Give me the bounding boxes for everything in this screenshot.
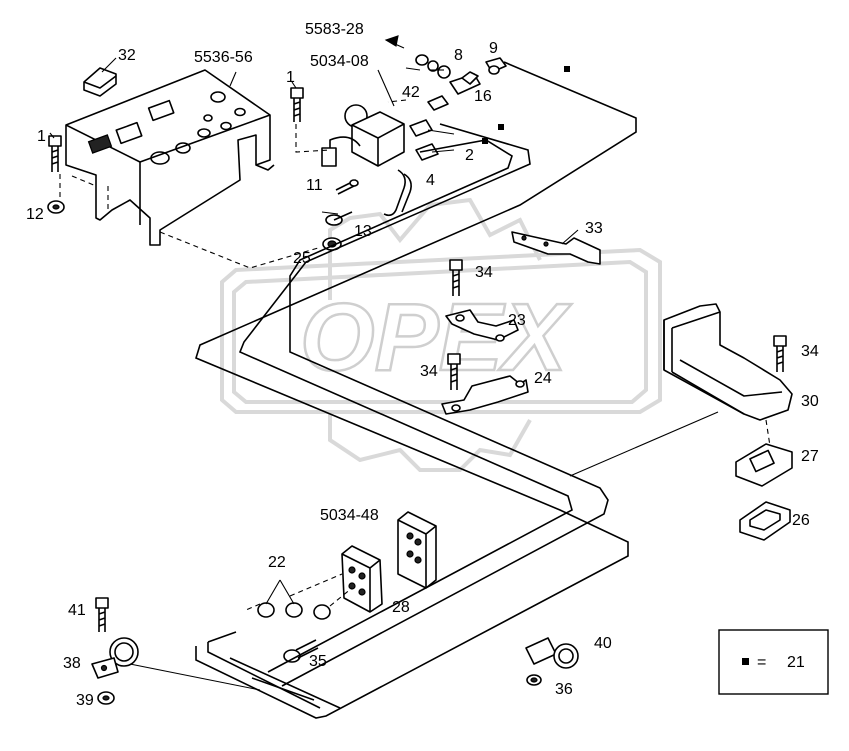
marker-square xyxy=(564,66,570,72)
part-13 xyxy=(325,211,353,226)
part-label-n9: 9 xyxy=(489,40,498,57)
block-5034-48 xyxy=(397,511,437,589)
part-label-n34c: 34 xyxy=(801,343,819,360)
connection-lines xyxy=(59,99,771,691)
legend-value: 21 xyxy=(787,654,805,671)
nut-36 xyxy=(526,674,542,686)
part-label-n8: 8 xyxy=(454,47,463,64)
bolt-1-top xyxy=(290,87,304,122)
bolt-41 xyxy=(95,597,109,632)
pipes xyxy=(195,61,637,719)
bolt-35 xyxy=(283,639,319,663)
bolt-34-c xyxy=(773,335,787,372)
part-label-n30: 30 xyxy=(801,393,819,410)
part-label-n11: 11 xyxy=(306,177,323,194)
part-label-n36: 36 xyxy=(555,681,573,698)
part-label-n38: 38 xyxy=(63,655,81,672)
part-label-n35: 35 xyxy=(309,653,327,670)
part-label-n24: 24 xyxy=(534,370,552,387)
tee-16 xyxy=(449,71,481,95)
fitting-8 xyxy=(415,54,451,79)
legend-frame xyxy=(718,629,829,695)
part-label-n32: 32 xyxy=(118,47,136,64)
bolt-1-left xyxy=(48,135,62,172)
bracket-33 xyxy=(511,231,601,265)
fitting-42 xyxy=(427,95,449,111)
fittings-22 xyxy=(257,579,331,620)
bracket-housing-5536-56 xyxy=(65,69,275,246)
part-label-n34b: 34 xyxy=(420,363,438,380)
part-label-n42: 42 xyxy=(402,84,420,101)
legend-equals: = xyxy=(757,654,766,671)
part-label-n40: 40 xyxy=(594,635,612,652)
legend-marker-square xyxy=(742,658,749,665)
leader-lines xyxy=(49,35,579,245)
panel-27 xyxy=(735,443,793,487)
bolt-34-b xyxy=(447,353,461,390)
gasket-26 xyxy=(739,501,791,541)
part-label-5034-08: 5034-08 xyxy=(310,53,369,70)
part-label-n4: 4 xyxy=(426,172,435,189)
part-label-n34a: 34 xyxy=(475,264,493,281)
part-label-5034-48: 5034-48 xyxy=(320,507,379,524)
fittings-2 xyxy=(409,119,439,161)
part-label-n26: 26 xyxy=(792,512,810,529)
legend-box: = 21 xyxy=(718,629,829,695)
part-label-n23: 23 xyxy=(508,312,526,329)
part-label-n25: 25 xyxy=(293,250,311,267)
bracket-24 xyxy=(441,375,529,415)
part-label-n13: 13 xyxy=(354,223,372,240)
marker-square xyxy=(498,124,504,130)
fitting-9 xyxy=(485,57,507,75)
marker-square xyxy=(482,138,488,144)
part-label-5536-56: 5536-56 xyxy=(194,49,253,66)
block-28 xyxy=(341,545,383,613)
part-label-n12: 12 xyxy=(26,206,44,223)
part-label-n2: 2 xyxy=(465,147,474,164)
part-label-n16: 16 xyxy=(474,88,492,105)
console-30 xyxy=(663,303,793,421)
part-label-n33: 33 xyxy=(585,220,603,237)
part-label-n41: 41 xyxy=(68,602,86,619)
part-label-5583-28: 5583-28 xyxy=(305,21,364,38)
part-label-n1b: 1 xyxy=(37,128,46,145)
watermark: OPEX xyxy=(220,197,662,472)
nut-12 xyxy=(47,200,65,214)
cap-32 xyxy=(83,67,117,97)
clamp-40 xyxy=(525,637,579,669)
part-label-n22: 22 xyxy=(268,554,286,571)
clamp-38 xyxy=(91,637,139,679)
pipe-markers xyxy=(482,66,570,144)
bracket-23 xyxy=(445,309,519,342)
part-label-n27: 27 xyxy=(801,448,819,465)
screw-11 xyxy=(335,179,359,195)
bolt-34-a xyxy=(449,259,463,296)
watermark-text: OPEX xyxy=(300,284,572,391)
nut-39 xyxy=(97,691,115,705)
valve-5034-08 xyxy=(321,104,412,217)
part-label-n1a: 1 xyxy=(286,69,295,86)
part-label-n39: 39 xyxy=(76,692,94,709)
part-label-n28: 28 xyxy=(392,599,410,616)
